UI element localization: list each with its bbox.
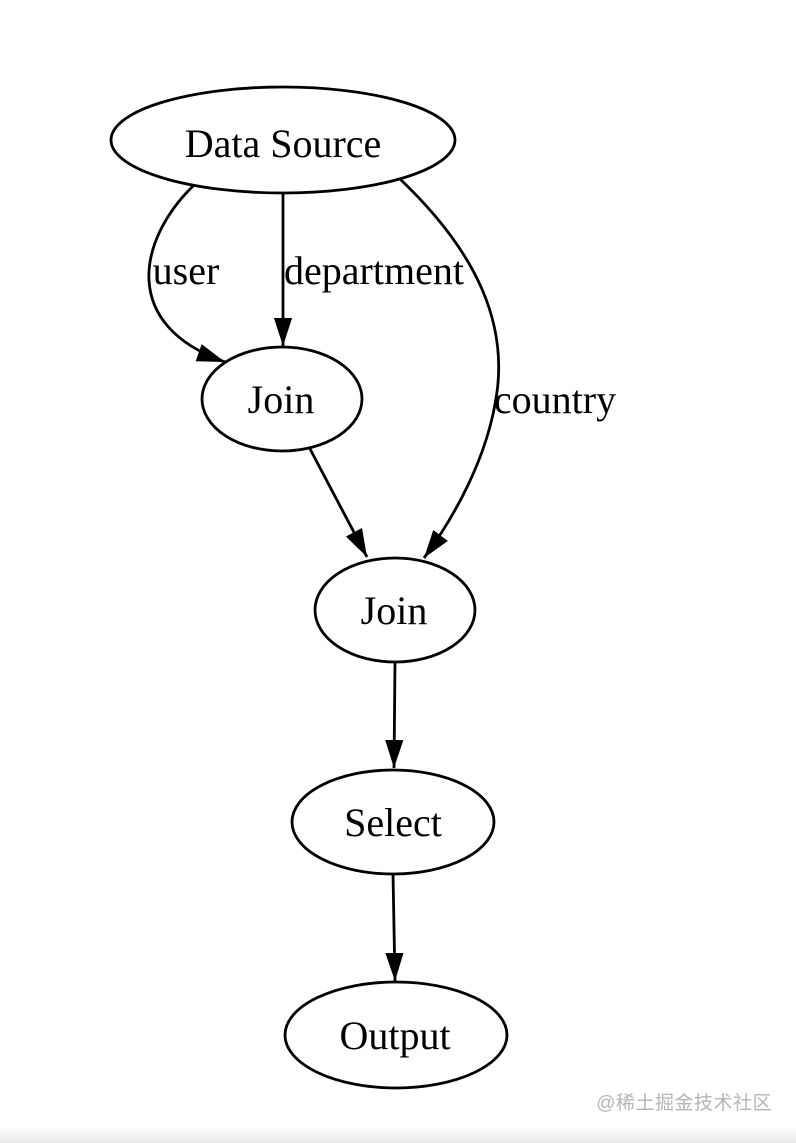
watermark: @稀土掘金技术社区 (596, 1093, 772, 1114)
node-join1: Join (200, 345, 364, 453)
edge-join2-to-select (385, 661, 404, 769)
node-join1-label: Join (248, 377, 315, 422)
edge-select-to-output (385, 873, 404, 982)
node-data-source-ellipse (109, 85, 457, 195)
node-join2: Join (313, 556, 477, 664)
node-select-ellipse (290, 768, 496, 876)
node-select-label: Select (344, 800, 442, 845)
edge-join1-to-join2 (307, 446, 369, 558)
node-output-ellipse (283, 980, 509, 1090)
edge-label-department: department (284, 248, 464, 293)
node-join2-ellipse (313, 556, 477, 664)
node-join2-label: Join (361, 588, 428, 633)
edge-label-country: country (494, 377, 616, 422)
node-data-source-label: Data Source (185, 121, 382, 166)
node-output-label: Output (339, 1013, 450, 1058)
node-output: Output (283, 980, 509, 1090)
node-select: Select (290, 768, 496, 876)
edge-label-user: user (153, 248, 220, 293)
edge-data-source-to-join2-country (399, 177, 501, 559)
node-data-source: Data Source (109, 85, 457, 195)
edge-data-source-to-join1-user (147, 185, 226, 364)
node-join1-ellipse (200, 345, 364, 453)
